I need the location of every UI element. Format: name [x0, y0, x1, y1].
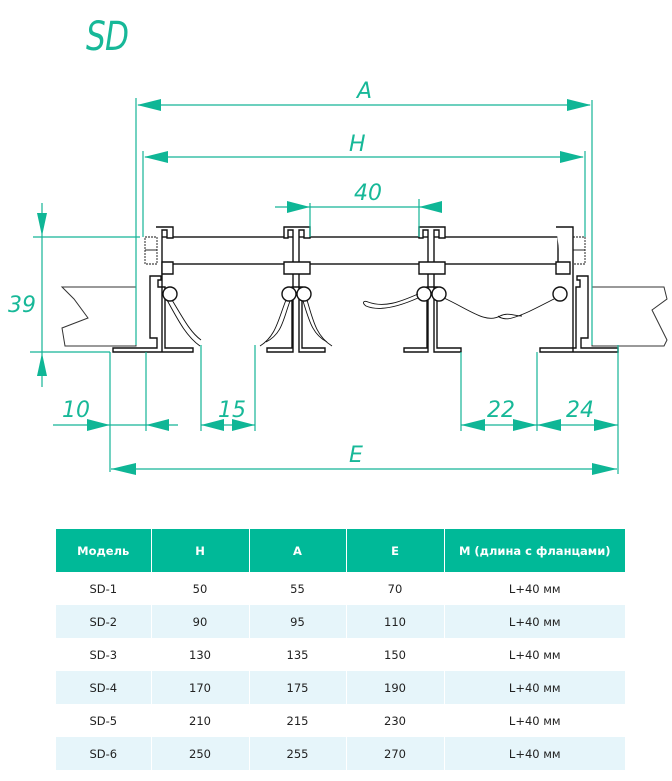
cell-a: 55: [248, 572, 346, 605]
dimension-pitch: 40: [275, 181, 442, 237]
cell-e: 110: [345, 605, 444, 638]
cell-h: 90: [150, 605, 249, 638]
table-row: SD-4 170 175 190 L+40 мм: [56, 671, 625, 704]
dimension-height: 39: [8, 203, 140, 387]
cell-h: 250: [150, 737, 249, 770]
cell-model: SD-5: [89, 713, 118, 728]
cell-a: 255: [248, 737, 346, 770]
cell-m: L+40 мм: [443, 605, 625, 638]
cell-e: 70: [345, 572, 444, 605]
dimension-flange-right: 24: [537, 345, 619, 474]
product-title: SD: [86, 14, 129, 60]
wall-right: [591, 286, 668, 347]
table-row: SD-2 90 95 110 L+40 мм: [56, 605, 625, 638]
cell-a: 95: [248, 605, 346, 638]
cell-h: 50: [150, 572, 249, 605]
dimension-gap-right: 22: [460, 352, 538, 431]
header-model: Модель: [56, 529, 151, 572]
cell-e: 150: [345, 638, 444, 671]
cell-a: 215: [248, 704, 346, 737]
wall-left: [60, 286, 137, 347]
cell-a: 135: [248, 638, 346, 671]
dimension-h: H: [142, 132, 586, 237]
cell-h: 170: [150, 671, 249, 704]
cell-e: 270: [345, 737, 444, 770]
cell-m: L+40 мм: [443, 638, 625, 671]
label-h: H: [349, 132, 366, 157]
header-h: H: [150, 529, 249, 572]
stile-1: [259, 226, 333, 353]
cell-m: L+40 мм: [443, 704, 625, 737]
blade-bar: [159, 236, 559, 265]
cell-m: L+40 мм: [443, 572, 625, 605]
cell-model: SD-6: [56, 737, 151, 770]
dimension-a: A: [135, 79, 593, 345]
label-a: A: [355, 79, 372, 104]
table-row: SD-3 130 135 150 L+40 мм: [56, 638, 625, 671]
table-row: SD-1 50 55 70 L+40 мм: [56, 572, 625, 605]
label-height: 39: [8, 293, 36, 318]
table-header-row: Модель H A E M (длина с фланцами): [56, 529, 625, 572]
table-row: SD-5 210 215 230 L+40 мм: [56, 704, 625, 737]
label-e: E: [349, 443, 363, 468]
specification-table: Модель H A E M (длина с фланцами) SD-1 5…: [56, 529, 625, 770]
cell-m: L+40 мм: [443, 671, 625, 704]
cell-e: 190: [345, 671, 444, 704]
label-flange-left: 10: [62, 398, 90, 423]
dimension-gap: 15: [200, 345, 256, 431]
header-e: E: [345, 529, 444, 572]
stile-2: [363, 226, 523, 353]
label-pitch: 40: [354, 181, 382, 206]
frame-left: [112, 226, 202, 353]
header-a: A: [248, 529, 346, 572]
cell-h: 130: [150, 638, 249, 671]
dimension-flange-left: 10: [53, 352, 178, 472]
cell-e: 230: [345, 704, 444, 737]
dimension-e: E: [111, 443, 617, 475]
cell-model: SD-3: [89, 647, 118, 662]
label-flange-right: 24: [566, 398, 594, 423]
table-row: SD-6 250 255 270 L+40 мм: [56, 737, 625, 770]
header-m: M (длина с фланцами): [443, 529, 625, 572]
label-gap-right: 22: [487, 398, 515, 423]
cell-h: 210: [150, 704, 249, 737]
cell-a: 175: [248, 671, 346, 704]
cross-section-drawing: A H 40 39 10: [8, 79, 668, 475]
cell-model: SD-2: [56, 605, 151, 638]
cell-m: L+40 мм: [443, 737, 625, 770]
frame-right: [497, 226, 619, 353]
label-gap: 15: [218, 398, 246, 423]
cell-model: SD-4: [56, 671, 151, 704]
cell-model: SD-1: [89, 581, 118, 596]
